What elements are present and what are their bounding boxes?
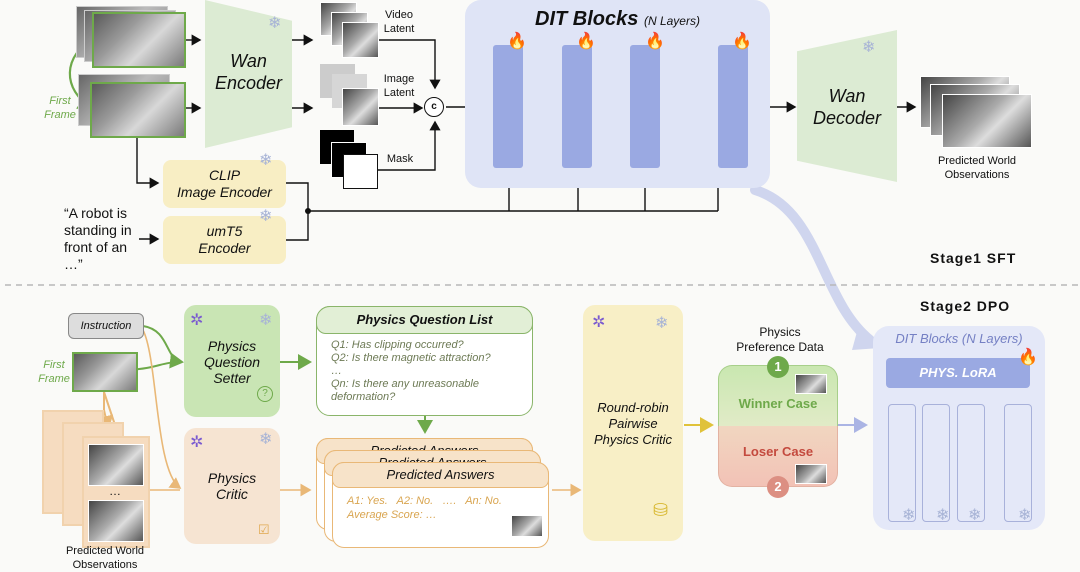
trainable-fire-icon: 🔥	[645, 33, 665, 50]
image-latent-3	[342, 88, 379, 126]
physics-question-list: Physics Question List Q1: Has clipping o…	[316, 306, 533, 416]
frozen-dit-layer-1	[888, 404, 916, 522]
answers-video-thumb	[511, 515, 543, 537]
clip-snowflake-icon: ❄	[259, 152, 273, 169]
question-item: Q2: Is there magnetic attraction?	[331, 352, 491, 364]
first-frame-stage2	[72, 352, 138, 392]
physics-critic-label: Physics Critic	[207, 470, 257, 502]
dit-title: DIT Blocks (N Layers)	[465, 8, 770, 31]
loser-number-badge: 2	[767, 476, 789, 498]
predicted-world-label: Predicted World Observations	[937, 155, 1017, 181]
mask-3	[343, 154, 378, 189]
pairwise-physics-critic	[583, 305, 683, 541]
instruction-bubble: Instruction	[68, 313, 144, 339]
question-list-title: Physics Question List	[316, 306, 533, 334]
wan-encoder	[205, 0, 292, 148]
dit-stage2-title: DIT Blocks (N Layers)	[895, 331, 1023, 346]
umt5-encoder: umT5 Encoder	[163, 216, 286, 264]
frozen-dit-layer-3	[957, 404, 985, 522]
question-icon: ?	[257, 386, 273, 402]
llm-logo-icon: ✲	[190, 312, 204, 329]
predicted-ellipsis: …	[109, 484, 121, 498]
setter-snowflake-icon: ❄	[259, 312, 273, 329]
concat-node: c	[424, 97, 444, 117]
average-score: Average Score: …	[347, 509, 437, 521]
loser-thumb	[795, 464, 827, 484]
dit-layer-3	[630, 45, 660, 168]
critic-snowflake-icon: ❄	[259, 431, 273, 448]
winner-number-badge: 1	[767, 356, 789, 378]
checklist-icon: ☑	[258, 522, 270, 537]
first-frame-label: First Frame	[44, 95, 76, 121]
database-icon: ⛁	[653, 500, 669, 520]
question-item: Qn: Is there any unreasonable deformatio…	[331, 378, 479, 403]
question-item: Q1: Has clipping occurred?	[331, 339, 464, 351]
question-setter-label: Physics Question Setter	[203, 338, 261, 386]
stage2-label: Stage2 DPO	[920, 298, 1011, 314]
phys-lora-block: PHYS. LoRA	[886, 358, 1030, 388]
pairwise-snowflake-icon: ❄	[655, 315, 669, 332]
answers-title: Predicted Answers	[332, 462, 549, 488]
predicted-thumb-top	[88, 444, 144, 486]
question-item: …	[331, 365, 342, 377]
llm-logo-icon: ✲	[190, 434, 204, 451]
frozen-snowflake-icon: ❄	[1018, 507, 1032, 524]
output-frame-3	[942, 94, 1032, 148]
question-list-items: Q1: Has clipping occurred? Q2: Is there …	[331, 339, 527, 404]
frozen-snowflake-icon: ❄	[968, 507, 982, 524]
frozen-snowflake-icon: ❄	[936, 507, 950, 524]
physics-critic	[184, 428, 280, 544]
wan-encoder-label: Wan Encoder	[214, 51, 283, 93]
frozen-snowflake-icon: ❄	[268, 15, 282, 32]
trainable-fire-icon: 🔥	[732, 33, 752, 50]
dit-layer-1	[493, 45, 523, 168]
predicted-world-label-stage2: Predicted World Observations	[65, 545, 145, 571]
preference-data-title: Physics Preference Data	[736, 325, 824, 354]
frozen-snowflake-icon: ❄	[902, 507, 916, 524]
mask-label: Mask	[386, 153, 414, 165]
text-prompt: “A robot is standing in front of an …”	[64, 205, 132, 272]
winner-thumb	[795, 374, 827, 394]
winner-case-label: Winner Case	[738, 396, 818, 411]
predicted-answers-card: Predicted Answers A1: Yes. A2: No. …. An…	[332, 462, 549, 548]
video-latent-3	[342, 22, 379, 58]
stage1-label: Stage1 SFT	[930, 250, 1017, 266]
trainable-fire-icon: 🔥	[576, 33, 596, 50]
pairwise-critic-label: Round-robin Pairwise Physics Critic	[593, 400, 672, 447]
dit-title-text: DIT Blocks	[535, 8, 639, 30]
first-frame-label-stage2: First Frame	[38, 359, 70, 385]
first-frame-image	[90, 82, 186, 138]
image-latent-label: Image Latent	[383, 73, 415, 99]
dit-subtitle: (N Layers)	[643, 14, 700, 28]
frozen-dit-layer-2	[922, 404, 950, 522]
wan-decoder	[797, 30, 897, 182]
lora-fire-icon: 🔥	[1018, 349, 1038, 366]
answers-line: A1: Yes. A2: No. …. An: No.	[347, 495, 502, 507]
predicted-thumb-bottom	[88, 500, 144, 542]
loser-case-label: Loser Case	[742, 444, 814, 459]
umt5-snowflake-icon: ❄	[259, 208, 273, 225]
video-latent-label: Video Latent	[383, 9, 415, 35]
frozen-dit-layer-n	[1004, 404, 1032, 522]
arrow-stage1-to-stage2	[750, 185, 875, 345]
clip-image-encoder: CLIP Image Encoder	[163, 160, 286, 208]
input-video-frame	[92, 12, 186, 68]
decoder-snowflake-icon: ❄	[862, 39, 876, 56]
dit-layer-n	[718, 45, 748, 168]
trainable-fire-icon: 🔥	[507, 33, 527, 50]
wan-decoder-label: Wan Decoder	[812, 86, 882, 128]
llm-logo-icon: ✲	[592, 314, 606, 331]
dit-layer-2	[562, 45, 592, 168]
